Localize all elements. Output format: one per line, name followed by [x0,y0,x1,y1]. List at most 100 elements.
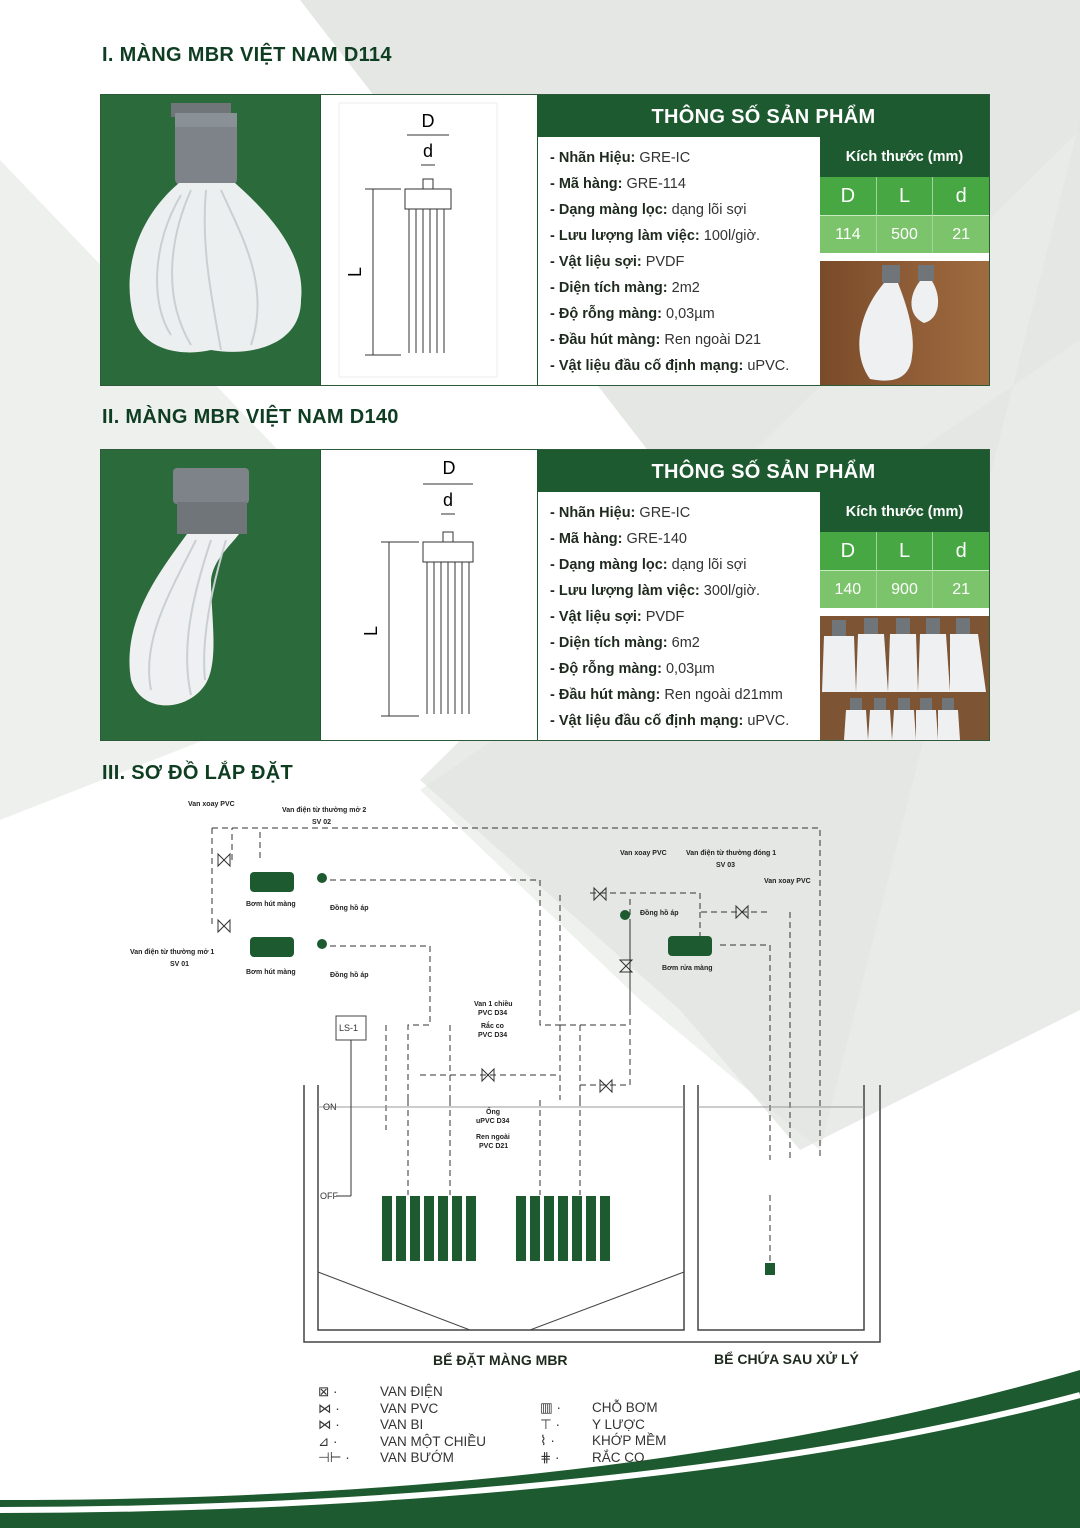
label-van-xoay: Van xoay PVC [620,850,667,857]
legend-label: VAN ĐIỆN [380,1384,443,1399]
dimension-table: Kích thước (mm) D L d 114 500 21 [820,137,990,253]
legend-label: VAN BI [380,1417,424,1432]
legend-label: VAN MỘT CHIỀU [380,1433,487,1449]
spec-label: - Nhãn Hiệu: [550,505,636,521]
spec-value: 100l/giờ. [699,228,761,244]
spec-value: PVDF [641,609,685,625]
label-off: OFF [320,1191,338,1201]
check-valve-icon: ⊿ · [318,1433,338,1449]
label-upvc-d34: uPVC D34 [476,1118,510,1125]
tank-label-right: BỂ CHỨA SAU XỬ LÝ [714,1351,859,1367]
product-photo [820,616,989,740]
spec-panel: THÔNG SỐ SẢN PHẨM - Nhãn Hiệu: GRE-IC - … [538,450,990,740]
spec-value: Ren ngoài d21mm [660,687,783,703]
legend-item: ⋕ ·RẮC CO [540,1450,666,1467]
spec-label: - Đầu hút màng: [550,687,661,703]
spec-label: - Độ rỗng màng: [550,661,662,677]
label-on: ON [323,1102,337,1112]
valve-icon: ⋈ · [318,1417,340,1432]
flex-joint-icon: ⌇ · [540,1433,555,1448]
label-pvc-d34: PVC D34 [478,1032,507,1039]
spec-label: - Vật liệu sợi: [550,609,642,625]
legend-item: ⊤ ·Y LƯỢC [540,1417,666,1434]
dimension-value: 21 [933,215,990,253]
legend-item: ⊠ · VAN ĐIỆN [318,1384,486,1401]
spec-item: - Dạng màng lọc: dạng lõi sợi [550,552,789,578]
label-bom-rua: Bơm rửa màng [662,965,713,972]
legend-label: VAN BƯỚM [380,1450,454,1465]
spec-value: dạng lõi sợi [667,202,747,218]
spec-label: - Diện tích màng: [550,280,668,296]
dimension-key: D [820,177,877,215]
spec-value: 0,03µm [661,661,715,677]
dimension-value: 140 [820,570,877,608]
union-icon: ⋕ · [540,1449,560,1465]
spec-item: - Lưu lượng làm việc: 100l/giờ. [550,223,789,249]
y-strainer-icon: ⊤ · [540,1416,561,1432]
spec-list: - Nhãn Hiệu: GRE-IC - Mã hàng: GRE-140 -… [550,500,789,734]
section-title: I. MÀNG MBR VIỆT NAM D114 [102,44,392,66]
legend-item: ⌇ ·KHỚP MỀM [540,1433,666,1450]
section-title: II. MÀNG MBR VIỆT NAM D140 [102,406,399,428]
spec-item: - Vật liệu sợi: PVDF [550,604,789,630]
spec-value: dạng lõi sợi [667,557,747,573]
spec-label: - Lưu lượng làm việc: [550,228,700,244]
label-dong-ho: Đồng hồ áp [330,970,369,979]
dimension-keys: D L d [820,532,990,570]
dimension-drawing: D d L [321,450,537,740]
spec-value: 2m2 [667,280,700,296]
label-sv01: SV 01 [170,961,189,968]
label-van-dien-dong: Van điện từ thường đóng 1 [686,850,776,857]
product-card: D d L THÔNG SỐ SẢN PHẨM - Nhãn Hiệu: GRE… [100,94,990,386]
label-dong-ho: Đồng hồ áp [330,903,369,912]
valve-icon: ⊠ · [318,1384,338,1399]
spec-label: - Lưu lượng làm việc: [550,583,700,599]
spec-item: - Dạng màng lọc: dạng lõi sợi [550,197,789,223]
valve-icon: ⋈ · [318,1400,340,1416]
drawing-label-L: L [361,626,381,636]
dimension-key: d [933,177,990,215]
spec-item: - Đầu hút màng: Ren ngoài d21mm [550,682,789,708]
label-sv02: SV 02 [312,819,331,826]
spec-label: - Nhãn Hiệu: [550,150,636,166]
label-pvc-d34: PVC D34 [478,1010,507,1017]
drawing-label-D: D [443,458,456,478]
spec-label: - Dạng màng lọc: [550,202,668,218]
diagram-title: III. SƠ ĐỒ LẮP ĐẶT [102,762,293,784]
spec-item: - Diện tích màng: 6m2 [550,630,789,656]
dimension-title: Kích thước (mm) [820,137,989,177]
spec-title: THÔNG SỐ SẢN PHẨM [538,450,989,492]
label-van-xoay: Van xoay PVC [764,878,811,885]
dimension-value: 900 [876,570,934,608]
dimension-values: 114 500 21 [820,215,990,253]
label-ren-ngoai: Ren ngoài [476,1134,510,1141]
spec-item: - Mã hàng: GRE-140 [550,526,789,552]
dimension-values: 140 900 21 [820,570,990,608]
dimension-drawing: D d L [321,95,537,385]
spec-value: GRE-IC [635,505,691,521]
spec-item: - Độ rỗng màng: 0,03µm [550,301,789,327]
label-pvc-d21: PVC D21 [479,1143,508,1150]
spec-item: - Diện tích màng: 2m2 [550,275,789,301]
spec-label: - Đầu hút màng: [550,332,661,348]
spec-label: - Mã hàng: [550,531,623,547]
spec-item: - Lưu lượng làm việc: 300l/giờ. [550,578,789,604]
label-bom-hut: Bơm hút màng [246,901,296,908]
spec-value: GRE-140 [622,531,687,547]
product-photo [820,261,989,385]
spec-value: uPVC. [743,713,790,729]
label-dong-ho: Đồng hồ áp [640,908,679,917]
spec-label: - Vật liệu sợi: [550,254,642,270]
spec-label: - Dạng màng lọc: [550,557,668,573]
drawing-label-d: d [423,141,433,161]
label-bom-hut: Bơm hút màng [246,969,296,976]
tank-label-left: BỂ ĐẶT MÀNG MBR [433,1352,568,1368]
spec-panel: THÔNG SỐ SẢN PHẨM - Nhãn Hiệu: GRE-IC - … [538,95,990,385]
spec-value: 6m2 [667,635,700,651]
spec-list: - Nhãn Hiệu: GRE-IC - Mã hàng: GRE-114 -… [550,145,789,379]
spec-label: - Vật liệu đầu cố định mạng: [550,358,744,374]
legend-item: ⊣⊢ ·VAN BƯỚM [318,1450,486,1467]
dimension-keys: D L d [820,177,990,215]
legend-label: CHỖ BƠM [592,1400,658,1415]
